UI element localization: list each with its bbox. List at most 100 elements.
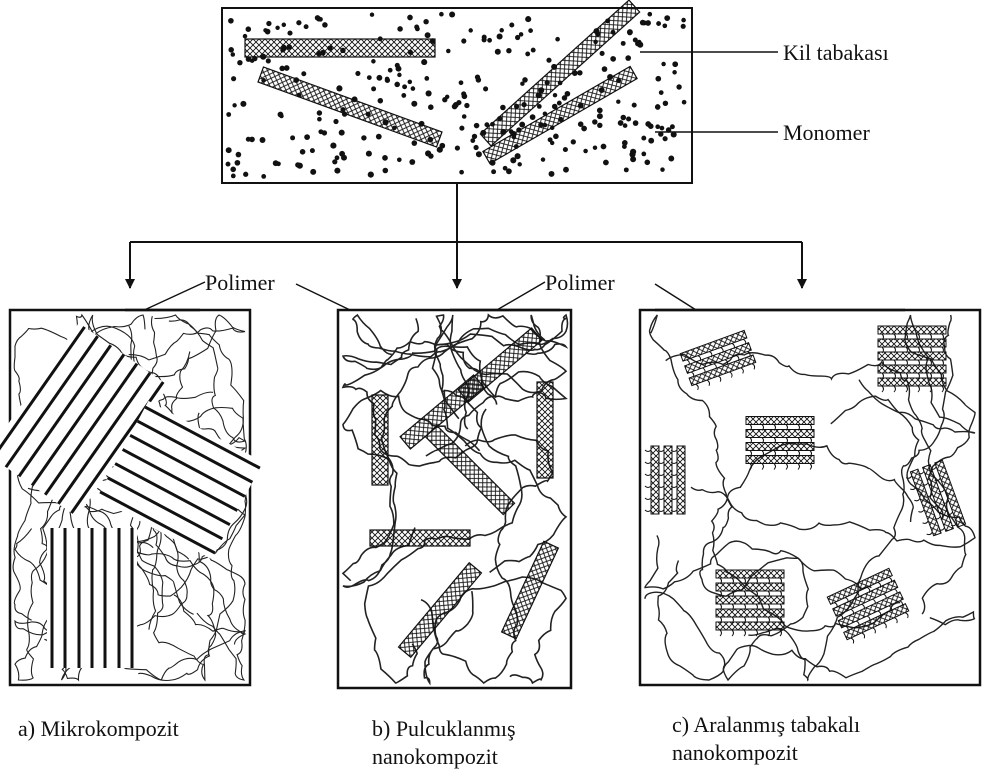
monomer-dot <box>593 145 598 150</box>
monomer-dot <box>616 100 620 104</box>
monomer-dot <box>522 77 528 83</box>
monomer-dot <box>600 51 605 56</box>
monomer-dot <box>395 63 400 68</box>
monomer-dot <box>407 15 413 21</box>
monomer-dot <box>287 31 292 36</box>
monomer-dot <box>563 147 568 152</box>
monomer-dot <box>246 26 252 32</box>
monomer-dot <box>676 84 681 89</box>
monomer-dot <box>385 77 390 82</box>
caption-c-line1: c) Aralanmış tabakalı <box>672 712 860 738</box>
monomer-dot <box>412 140 418 146</box>
caption-b-line1: b) Pulcuklanmış <box>372 716 516 742</box>
monomer-dot <box>428 104 434 110</box>
monomer-dot <box>243 172 248 177</box>
monomer-dot <box>546 58 551 63</box>
monomer-dot <box>310 148 315 153</box>
monomer-dot <box>290 135 295 140</box>
monomer-dot <box>334 168 340 174</box>
monomer-dot <box>624 167 629 172</box>
monomer-dot <box>682 100 687 105</box>
monomer-dot <box>487 38 492 43</box>
monomer-dot <box>577 70 582 75</box>
monomer-dot <box>597 113 603 119</box>
monomer-dot <box>555 37 560 42</box>
monomer-dot <box>633 120 639 126</box>
monomer-dot <box>660 167 665 172</box>
monomer-dot <box>230 167 236 173</box>
monomer-dot <box>401 93 406 98</box>
monomer-dot <box>317 117 322 122</box>
monomer-dot <box>330 143 336 149</box>
monomer-dot <box>461 91 466 96</box>
monomer-dot <box>464 103 469 108</box>
monomer-dot <box>228 47 234 53</box>
monomer-dot <box>557 101 562 106</box>
monomer-dot <box>304 24 309 29</box>
monomer-dot <box>428 153 433 158</box>
monomer-dot <box>318 17 323 22</box>
monomer-dot <box>470 138 475 143</box>
monomer-dot <box>645 121 651 127</box>
monomer-dot <box>439 12 444 17</box>
monomer-dot <box>640 20 646 26</box>
monomer-dot <box>625 55 631 61</box>
monomer-dot <box>263 28 267 32</box>
monomer-dot <box>408 80 413 85</box>
monomer-dot <box>411 101 417 107</box>
monomer-dot <box>333 119 338 124</box>
monomer-dot <box>426 90 432 96</box>
polymer-leader-a <box>140 282 205 312</box>
monomer-dot <box>525 16 531 22</box>
monomer-dot <box>317 110 322 115</box>
monomer-dot <box>425 32 431 38</box>
monomer-dot <box>660 126 665 131</box>
monomer-dot <box>519 122 525 128</box>
monomer-dot <box>474 145 479 150</box>
monomer-dot <box>310 169 316 175</box>
monomer-dot <box>456 100 461 105</box>
monomer-dot <box>304 134 310 140</box>
monomer-dot <box>370 12 374 16</box>
monomer-dot <box>476 77 481 82</box>
monomer-dot <box>562 95 568 101</box>
monomer-dot <box>376 75 382 81</box>
monomer-dot <box>659 90 664 95</box>
monomer-dot <box>641 136 646 141</box>
monomer-dot <box>583 149 588 154</box>
polymer-label-right: Polimer <box>545 270 615 295</box>
monomer-label: Monomer <box>783 120 870 145</box>
monomer-dot <box>300 149 306 155</box>
monomer-dot <box>610 56 616 62</box>
monomer-dot <box>500 105 506 111</box>
monomer-dot <box>603 160 609 166</box>
monomer-dot <box>232 103 236 107</box>
monomer-dot <box>402 84 407 89</box>
monomer-dot <box>623 123 628 128</box>
monomer-dot <box>541 157 545 161</box>
monomer-dot <box>231 76 236 81</box>
caption-a: a) Mikrokompozit <box>18 716 179 742</box>
monomer-dot <box>322 22 328 28</box>
monomer-dot <box>275 26 279 30</box>
monomer-dot <box>525 51 530 56</box>
monomer-dot <box>553 133 559 139</box>
monomer-dot <box>663 101 668 106</box>
monomer-dot <box>371 59 376 64</box>
monomer-dot <box>368 172 374 178</box>
monomer-dot <box>361 135 366 140</box>
monomer-dot <box>517 162 521 166</box>
monomer-dot <box>266 58 271 63</box>
monomer-dot <box>601 144 607 150</box>
monomer-dot <box>592 119 597 124</box>
monomer-dot <box>261 174 266 179</box>
monomer-dot <box>655 124 660 129</box>
monomer-dot <box>655 104 661 110</box>
monomer-dot <box>621 115 627 121</box>
monomer-dot <box>339 130 345 136</box>
monomer-dot <box>355 71 360 76</box>
monomer-dot <box>394 82 400 88</box>
monomer-dot <box>641 152 646 157</box>
monomer-dot <box>510 157 516 163</box>
clay-tactoid <box>47 528 137 668</box>
